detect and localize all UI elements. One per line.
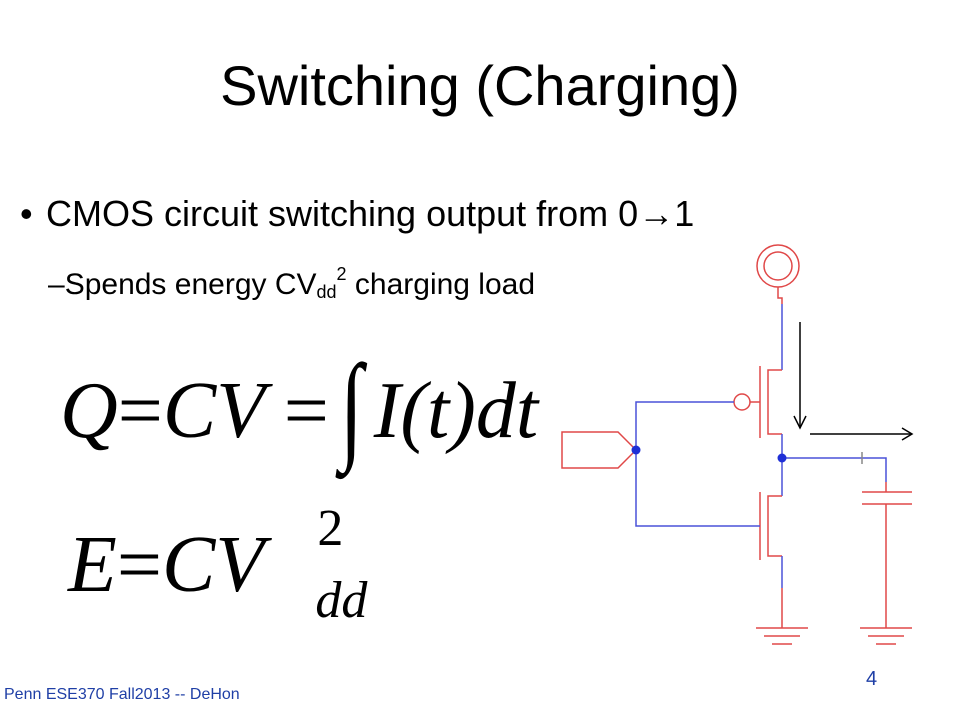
eq2-superscript: 2 [317, 500, 344, 557]
sub-bullet-text-after: charging load [346, 268, 536, 301]
eq1-integrand: I(t)dt [373, 367, 539, 455]
bullet-text-before: CMOS circuit switching output from 0 [46, 193, 639, 234]
eq2-subscript: dd [315, 572, 368, 629]
input-node-dot-icon [631, 445, 641, 455]
vdd-inner-circle-icon [763, 251, 793, 281]
current-arrowhead-down [793, 415, 807, 430]
pmos-channel [767, 369, 782, 435]
eq2-v: V [215, 521, 265, 609]
bullet-item: • CMOS circuit switching output from 0→1 [20, 192, 694, 236]
vdd-lead [777, 287, 783, 304]
ground-left-icon [756, 627, 808, 645]
eq1-q: Q [60, 367, 118, 455]
eq1-equals-b: = [283, 367, 329, 455]
eq2-equals: = [116, 521, 162, 609]
input-port-icon [561, 431, 638, 469]
sub-bullet-subscript: dd [316, 282, 337, 302]
charge-equation: Q=CV =∫I(t)dt [60, 340, 539, 473]
eq1-cv: CV [162, 367, 264, 455]
pmos-gate-bubble-icon [733, 393, 751, 411]
footer-text: Penn ESE370 Fall2013 -- DeHon [4, 686, 240, 703]
bullet-dot-icon: • [20, 193, 33, 234]
sub-bullet-dash: – [48, 268, 65, 301]
integral-icon: ∫ [339, 340, 363, 473]
output-wire [782, 457, 887, 482]
sub-bullet-text-before: Spends energy CV [64, 268, 317, 301]
eq1-equals-a: = [117, 367, 163, 455]
sub-bullet-superscript: 2 [336, 264, 347, 284]
current-arrowhead-right [901, 427, 914, 441]
page-number: 4 [866, 668, 878, 690]
bullet-text-after: 1 [674, 193, 695, 234]
eq2-e: E [68, 521, 117, 609]
nmos-channel [767, 495, 782, 557]
sub-bullet-item: –Spends energy CVdd2 charging load [48, 254, 535, 312]
eq2-c: C [162, 521, 216, 609]
input-wire [635, 401, 760, 527]
ground-right-icon [860, 627, 912, 645]
slide-title: Switching (Charging) [220, 54, 740, 117]
right-arrow-icon: → [638, 193, 675, 234]
output-node-dot-icon [777, 453, 787, 463]
cmos-inverter-circuit-icon [561, 244, 914, 645]
